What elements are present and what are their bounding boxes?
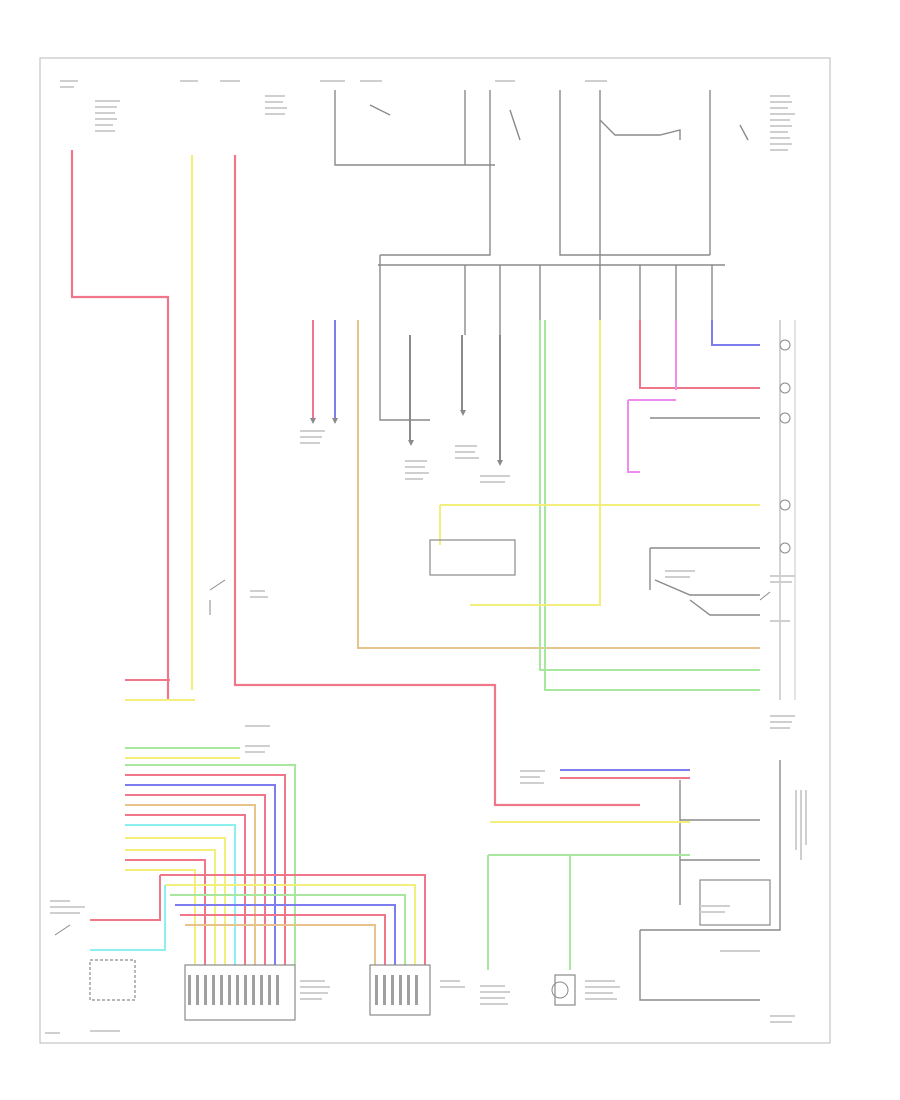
left-trunk-wires [70, 150, 640, 807]
connector-pins-icon [188, 975, 418, 1005]
ground-symbol-icon [310, 410, 503, 466]
power-bus-group [334, 90, 749, 421]
illegible-label-blocks [45, 80, 807, 1034]
mid-drops [312, 320, 760, 691]
lamp-symbol-icon [779, 339, 791, 554]
switch-symbol-icon [54, 579, 771, 999]
right-side-wiring [639, 417, 781, 1001]
diagram-frame [39, 57, 831, 1044]
component-boxes [89, 320, 796, 1021]
lower-right-bus [487, 769, 690, 970]
ribbon-cable [90, 679, 426, 965]
